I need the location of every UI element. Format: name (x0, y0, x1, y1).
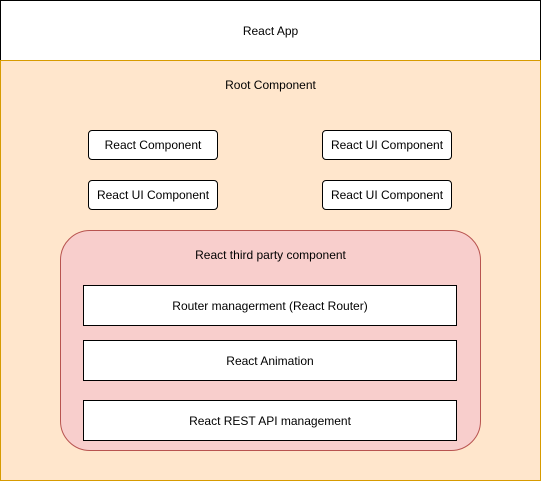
react-app-box: React App (0, 0, 541, 61)
react-animation-label: React Animation (226, 353, 314, 368)
react-ui-component-box-2: React UI Component (88, 180, 218, 210)
react-animation-box: React Animation (83, 340, 457, 381)
react-ui-component-label: React UI Component (330, 188, 444, 202)
router-management-label: Router managerment (React Router) (172, 298, 368, 313)
react-component-box: React Component (88, 130, 218, 160)
react-app-label: React App (242, 23, 299, 38)
react-component-label: React Component (104, 138, 202, 152)
router-management-box: Router managerment (React Router) (83, 285, 457, 326)
react-ui-component-box-1: React UI Component (322, 130, 452, 160)
react-ui-component-label: React UI Component (96, 188, 210, 202)
rest-api-management-box: React REST API management (83, 400, 457, 441)
third-party-component-label: React third party component (195, 248, 346, 262)
rest-api-management-label: React REST API management (189, 413, 351, 428)
root-component-label: Root Component (225, 78, 316, 92)
react-ui-component-label: React UI Component (330, 138, 444, 152)
react-ui-component-box-3: React UI Component (322, 180, 452, 210)
